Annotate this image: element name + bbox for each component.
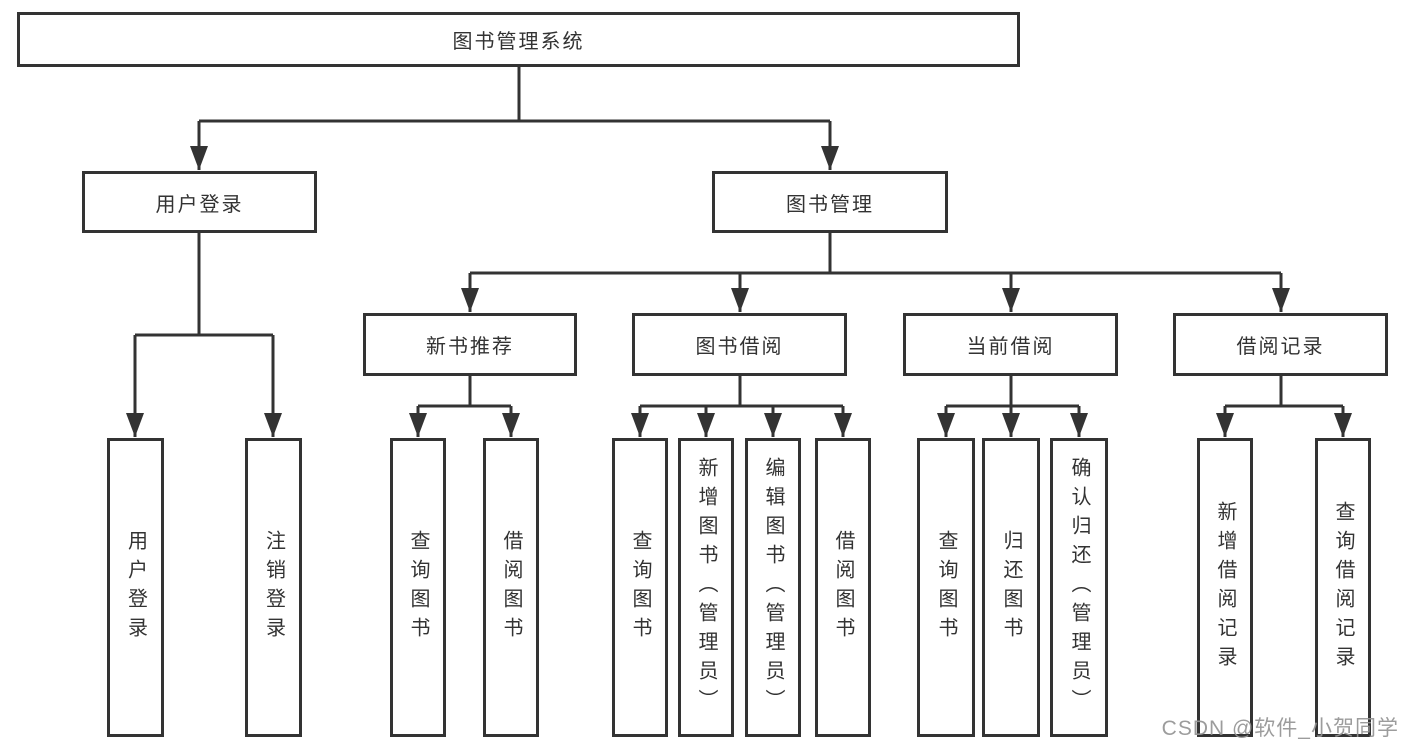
node-current-borrow-label: 当前借阅 <box>966 336 1055 358</box>
leaf-user-login: 用户登录 <box>107 438 164 737</box>
leaf-recommend-borrow-book: 借阅图书 <box>483 438 539 737</box>
leaf-logout: 注销登录 <box>245 438 302 737</box>
leaf-add-borrow-record-label: 新增借阅记录 <box>1214 500 1236 675</box>
node-user-login-label: 用户登录 <box>155 193 244 216</box>
leaf-query-borrow-record: 查询借阅记录 <box>1315 438 1371 737</box>
leaf-borrow-query-book: 查询图书 <box>612 438 668 737</box>
node-new-book-recommend-label: 新书推荐 <box>426 336 514 358</box>
leaf-borrow-book-label: 借阅图书 <box>832 529 854 646</box>
leaf-user-login-label: 用户登录 <box>124 529 147 646</box>
node-book-borrow-label: 图书借阅 <box>695 336 784 358</box>
leaf-recommend-query-book: 查询图书 <box>390 438 446 737</box>
leaf-recommend-borrow-book-label: 借阅图书 <box>500 529 522 646</box>
leaf-current-query-book-label: 查询图书 <box>935 529 957 646</box>
leaf-edit-book-admin: 编辑图书（管理员） <box>745 438 801 737</box>
leaf-recommend-query-book-label: 查询图书 <box>407 529 429 646</box>
leaf-add-borrow-record: 新增借阅记录 <box>1197 438 1253 737</box>
node-borrow-records: 借阅记录 <box>1173 313 1388 376</box>
leaf-add-book-admin-label: 新增图书（管理员） <box>695 457 717 718</box>
csdn-watermark: CSDN @软件_小贺同学 <box>1161 717 1399 740</box>
node-borrow-records-label: 借阅记录 <box>1236 336 1325 358</box>
leaf-return-book: 归还图书 <box>982 438 1040 737</box>
leaf-confirm-return-admin: 确认归还（管理员） <box>1050 438 1108 737</box>
node-user-login: 用户登录 <box>82 171 317 233</box>
node-book-management-label: 图书管理 <box>786 193 874 216</box>
node-root: 图书管理系统 <box>17 12 1020 67</box>
leaf-add-book-admin: 新增图书（管理员） <box>678 438 734 737</box>
node-root-label: 图书管理系统 <box>452 31 585 53</box>
leaf-borrow-book: 借阅图书 <box>815 438 871 737</box>
leaf-return-book-label: 归还图书 <box>1000 529 1022 646</box>
node-book-borrow: 图书借阅 <box>632 313 847 376</box>
node-new-book-recommend: 新书推荐 <box>363 313 577 376</box>
node-current-borrow: 当前借阅 <box>903 313 1118 376</box>
leaf-confirm-return-admin-label: 确认归还（管理员） <box>1068 457 1090 718</box>
leaf-current-query-book: 查询图书 <box>917 438 975 737</box>
leaf-borrow-query-book-label: 查询图书 <box>629 529 651 646</box>
leaf-query-borrow-record-label: 查询借阅记录 <box>1332 500 1354 675</box>
node-book-management: 图书管理 <box>712 171 948 233</box>
leaf-logout-label: 注销登录 <box>262 529 285 646</box>
leaf-edit-book-admin-label: 编辑图书（管理员） <box>762 457 784 718</box>
